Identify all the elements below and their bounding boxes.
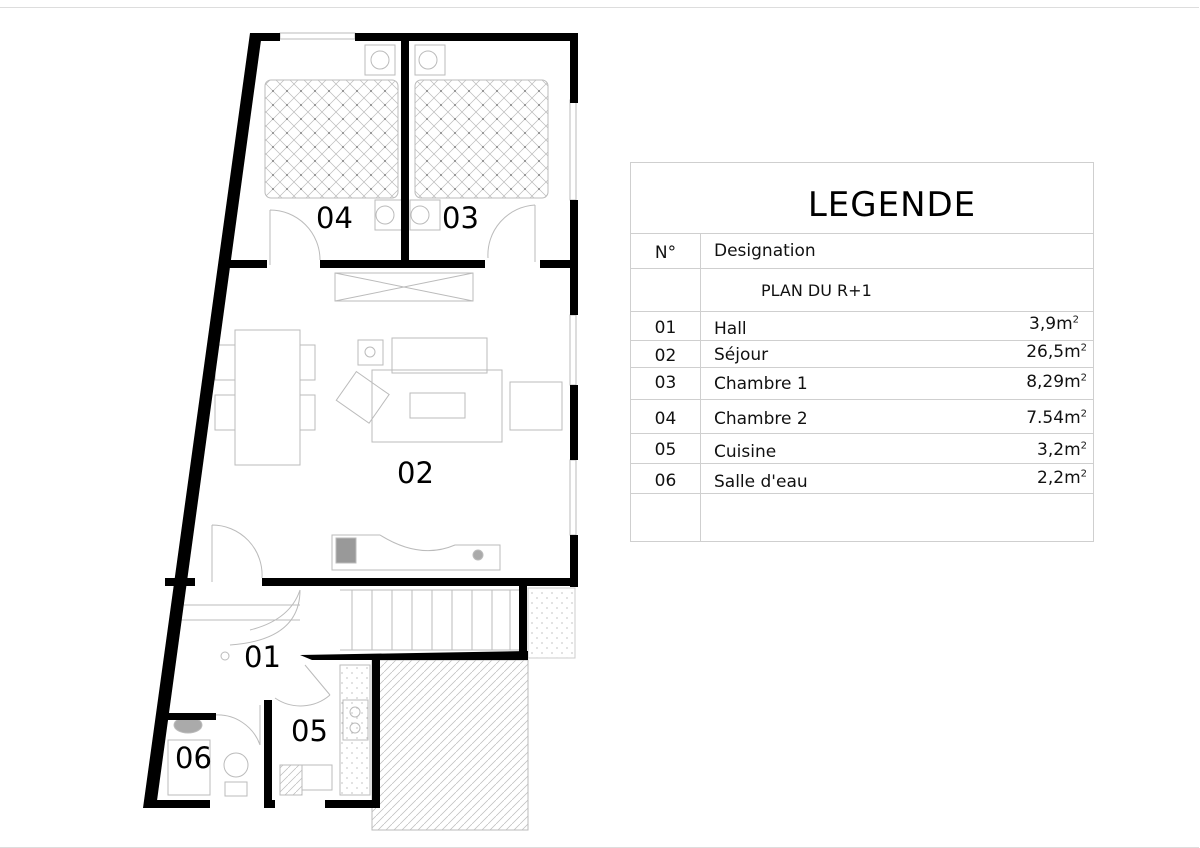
room-label-04: 04 bbox=[316, 201, 353, 235]
row-name: Chambre 1 bbox=[714, 374, 808, 394]
room-label-03: 03 bbox=[442, 201, 479, 235]
legend-title: LEGENDE bbox=[807, 185, 977, 225]
divider bbox=[631, 233, 1093, 234]
row-num: 06 bbox=[654, 471, 677, 491]
row-num: 02 bbox=[654, 346, 677, 366]
row-name: Hall bbox=[714, 319, 747, 339]
divider bbox=[631, 399, 1093, 400]
section-title: PLAN DU R+1 bbox=[761, 281, 872, 300]
dining-table bbox=[234, 329, 301, 466]
bed-chambre-2 bbox=[264, 79, 399, 199]
divider bbox=[631, 340, 1093, 341]
rug bbox=[371, 369, 503, 443]
row-area: 3,2m2 bbox=[1037, 440, 1087, 460]
row-area: 26,5m2 bbox=[1026, 342, 1087, 362]
furniture bbox=[167, 32, 577, 797]
divider bbox=[631, 493, 1093, 494]
row-name: Chambre 2 bbox=[714, 409, 808, 429]
walls bbox=[143, 33, 578, 808]
room-label-06: 06 bbox=[175, 741, 212, 775]
staircase bbox=[180, 589, 520, 651]
divider bbox=[631, 433, 1093, 434]
row-area: 7.54m2 bbox=[1026, 408, 1087, 428]
row-num: 04 bbox=[654, 409, 677, 429]
row-area: 3,9m2 bbox=[1029, 314, 1079, 334]
sofa bbox=[391, 337, 488, 374]
header-designation: Designation bbox=[714, 241, 816, 261]
legend-table: LEGENDE N° Designation PLAN DU R+1 01 Ha… bbox=[630, 162, 1094, 542]
coffee-table bbox=[409, 392, 466, 419]
row-name: Salle d'eau bbox=[714, 472, 808, 492]
row-area: 8,29m2 bbox=[1026, 372, 1087, 392]
divider bbox=[631, 311, 1093, 312]
row-num: 05 bbox=[654, 440, 677, 460]
armchair bbox=[509, 381, 563, 431]
divider bbox=[631, 268, 1093, 269]
row-name: Séjour bbox=[714, 345, 769, 365]
room-label-02: 02 bbox=[397, 456, 434, 490]
divider bbox=[631, 367, 1093, 368]
room-label-01: 01 bbox=[244, 640, 281, 674]
void-area bbox=[527, 587, 576, 659]
bed-chambre-1 bbox=[414, 79, 549, 199]
column-divider bbox=[700, 233, 701, 541]
header-num: N° bbox=[654, 243, 677, 263]
row-name: Cuisine bbox=[714, 442, 777, 462]
row-num: 01 bbox=[654, 318, 677, 338]
room-label-05: 05 bbox=[291, 714, 328, 748]
divider bbox=[631, 463, 1093, 464]
terrace-hatch bbox=[371, 659, 529, 831]
staircase-curve bbox=[331, 534, 501, 571]
row-num: 03 bbox=[654, 373, 677, 393]
row-area: 2,2m2 bbox=[1037, 468, 1087, 488]
